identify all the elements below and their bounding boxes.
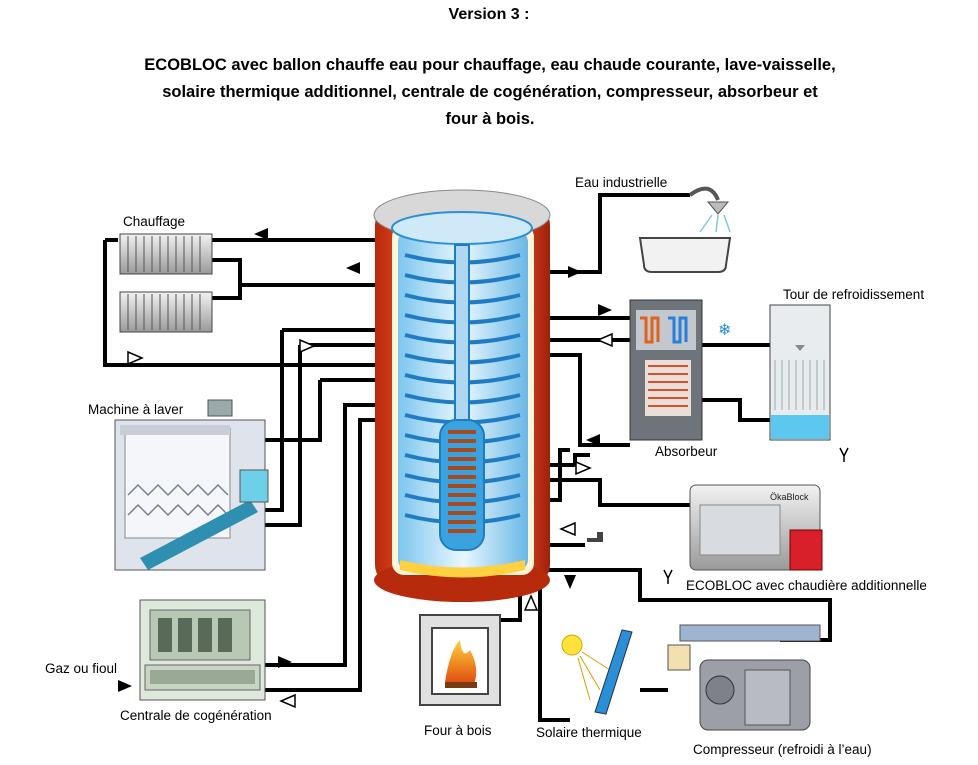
cooling-tower xyxy=(769,304,831,441)
fire-icon xyxy=(445,640,477,684)
arrow-outline-up xyxy=(523,594,539,611)
solar-thermal xyxy=(561,629,633,715)
drain-icons xyxy=(663,447,849,584)
flow-arrows xyxy=(118,228,613,709)
label-centrale: Centrale de cogénération xyxy=(120,708,272,723)
okablock-logo: ÖkaBlock xyxy=(770,492,809,502)
radiators xyxy=(119,233,213,333)
arrow-right-3 xyxy=(278,656,292,668)
hot-water-tank xyxy=(373,189,551,602)
arrow-outline-4 xyxy=(575,460,592,476)
arrow-gas-in xyxy=(118,680,132,692)
label-chauffage: Chauffage xyxy=(123,214,185,229)
version-title: Version 3 : xyxy=(448,6,530,23)
diagram-subtitle: ECOBLOC avec ballon chauffe eau pour cha… xyxy=(90,52,890,133)
arrow-down-1 xyxy=(564,575,576,589)
arrow-outline-2 xyxy=(299,338,316,354)
ecobloc-boiler: ÖkaBlock xyxy=(689,484,823,571)
label-compresseur: Compresseur (refroidi à l’eau) xyxy=(693,742,872,757)
label-tour: Tour de refroidissement xyxy=(783,287,924,302)
label-solaire: Solaire thermique xyxy=(536,725,642,740)
label-absorbeur: Absorbeur xyxy=(655,444,718,459)
bathtub-shower xyxy=(638,186,732,273)
arrow-outline-3 xyxy=(596,332,613,348)
label-four: Four à bois xyxy=(424,723,492,738)
subtitle-line-1: ECOBLOC avec ballon chauffe eau pour cha… xyxy=(144,56,836,74)
arrow-left-2 xyxy=(346,262,360,274)
arrow-outline-6 xyxy=(279,693,296,709)
sun-icon xyxy=(561,634,583,656)
arrow-right-1 xyxy=(568,266,582,278)
subtitle-line-2: solaire thermique additionnel, centrale … xyxy=(162,83,818,101)
arrow-outline-5 xyxy=(559,521,576,537)
snowflake-icon: ❄ xyxy=(718,322,731,339)
cogeneration-unit xyxy=(139,599,266,701)
washing-machine xyxy=(114,399,269,571)
label-gaz: Gaz ou fioul xyxy=(45,661,117,676)
tap-icon xyxy=(587,532,603,542)
label-ecobloc: ECOBLOC avec chaudière additionnelle xyxy=(686,578,927,593)
arrow-left-1 xyxy=(254,228,268,240)
arrow-right-2 xyxy=(598,304,612,316)
arrow-left-3 xyxy=(586,434,600,446)
arrow-outline-1 xyxy=(127,350,144,366)
subtitle-line-3: four à bois. xyxy=(445,110,535,128)
absorber-unit: ❄ xyxy=(629,299,731,441)
wood-oven xyxy=(419,614,501,706)
label-eau-industrielle: Eau industrielle xyxy=(575,175,667,190)
compressor xyxy=(667,624,821,731)
label-machine: Machine à laver xyxy=(88,402,184,417)
